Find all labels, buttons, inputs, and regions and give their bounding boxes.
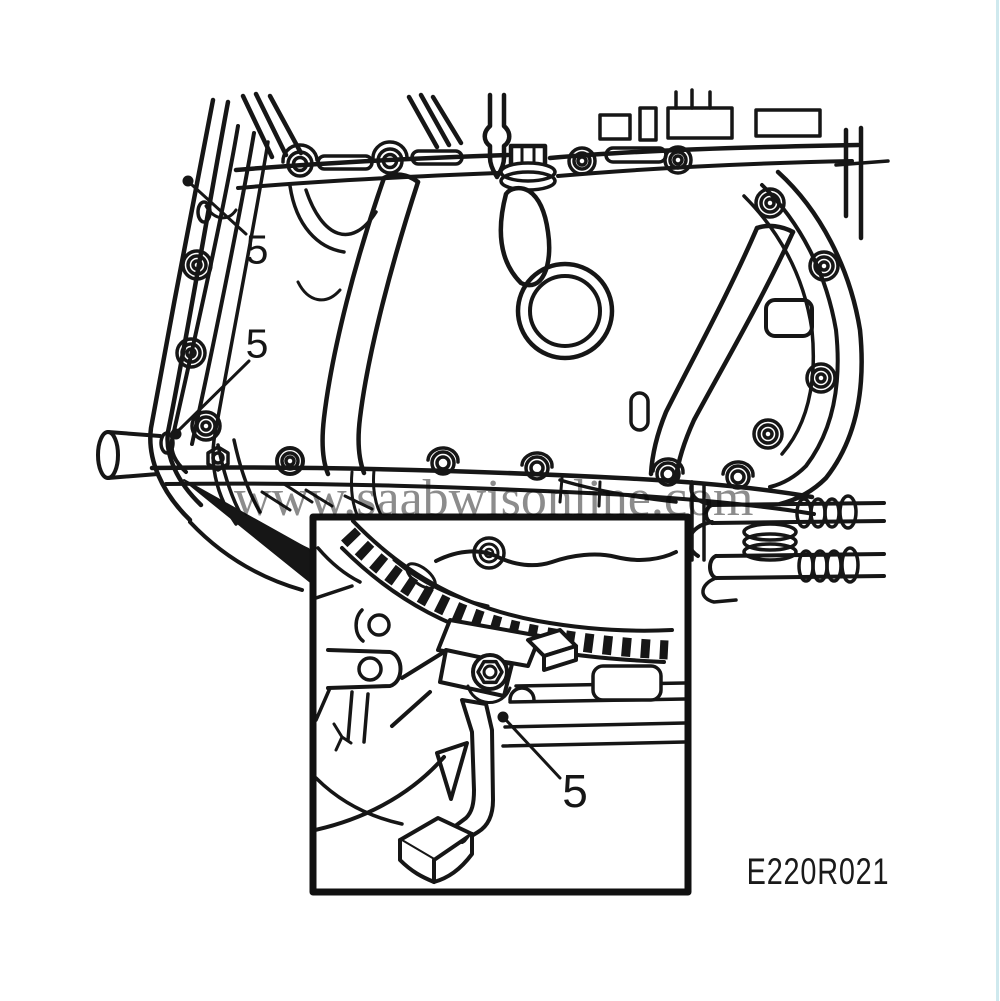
watermark: www.saabwisonline.com — [234, 470, 754, 527]
callout-label-5-inset: 5 — [562, 765, 588, 817]
callout-leaders — [170, 175, 562, 780]
inset-gear-drawing — [316, 520, 685, 884]
scan-edge-line — [996, 0, 999, 1001]
callout-label-5-bottom-left: 5 — [245, 320, 269, 367]
inset-detail-box — [309, 513, 692, 896]
callout-label-5-top-left: 5 — [245, 226, 269, 273]
oil-pan-drawing — [96, 88, 890, 604]
figure-reference-code: E220R021 — [746, 851, 890, 892]
